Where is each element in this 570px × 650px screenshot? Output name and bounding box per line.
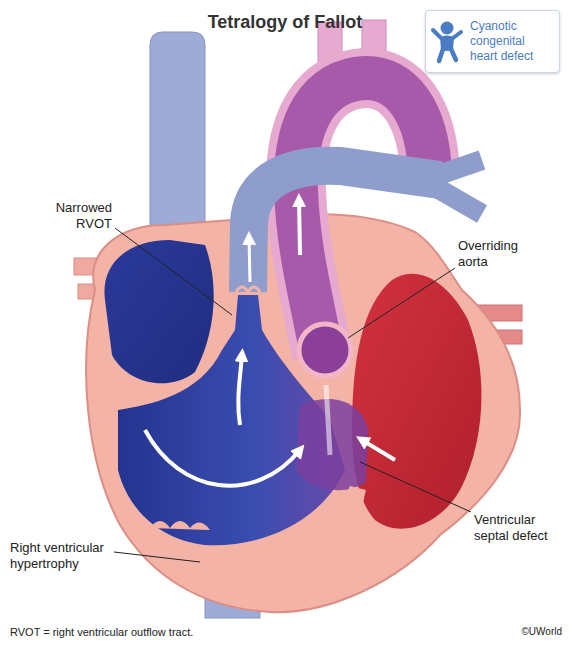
flow-streak — [326, 385, 330, 455]
flow-arrow — [249, 238, 250, 282]
leader-line — [115, 228, 232, 315]
left-ventricle — [352, 274, 481, 529]
flow-arrow — [362, 440, 395, 460]
flow-arrow — [145, 430, 300, 486]
icon-head — [441, 22, 454, 35]
aortic-valve — [299, 324, 351, 376]
aorta-lumen — [296, 78, 430, 355]
part-label: Ventricular septal defect — [474, 512, 566, 545]
part-label: Right ventricular hypertrophy — [10, 540, 122, 573]
pulmonary-branch — [430, 160, 482, 178]
copyright-mark: ©UWorld — [488, 626, 562, 639]
aorta-wall — [296, 78, 430, 355]
caption: RVOT = right ventricular outflow tract. — [10, 626, 410, 638]
diagram-title: Tetralogy of Fallot — [100, 12, 470, 33]
pulmonary-artery — [248, 166, 440, 292]
part-label: Overriding aorta — [458, 238, 534, 271]
part-label: Narrowed RVOT — [38, 200, 112, 233]
leader-line — [360, 462, 471, 512]
trabeculae — [150, 521, 210, 530]
pulmonary-branch — [430, 184, 482, 214]
badge-text: Cyanotic congenital heart defect — [470, 19, 553, 64]
leader-line — [114, 552, 200, 562]
pulmonary-valve — [236, 287, 260, 292]
septum — [328, 486, 366, 585]
septal-defect-area — [296, 399, 368, 490]
right-atrium — [104, 240, 213, 383]
flow-arrow — [238, 355, 242, 425]
baby-icon — [430, 20, 464, 64]
flow-arrow — [299, 200, 300, 255]
leader-line — [348, 268, 455, 338]
superior-vena-cava — [150, 32, 205, 240]
